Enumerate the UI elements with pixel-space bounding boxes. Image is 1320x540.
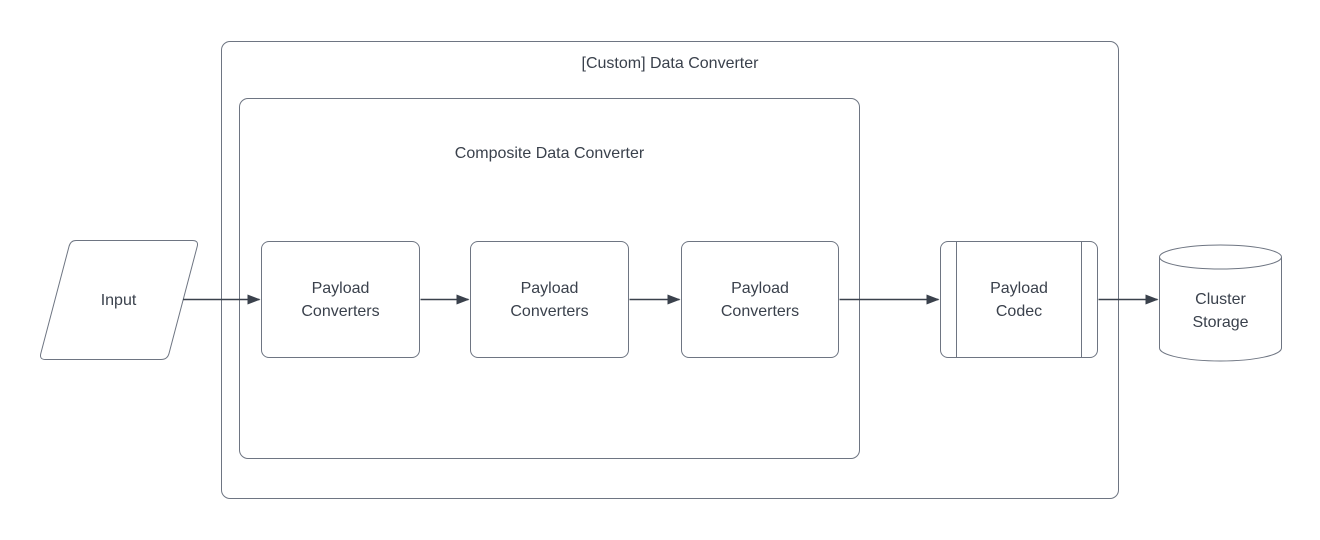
- container-composite-data-converter-title: Composite Data Converter: [454, 145, 645, 162]
- node-payload-converters-1-label: Payload Converters: [301, 279, 380, 320]
- codec-right-bar-line: [1081, 242, 1082, 357]
- node-payload-converters-3[interactable]: Payload Converters: [681, 241, 839, 358]
- node-cluster-storage-label: Cluster Storage: [1192, 291, 1249, 331]
- node-cluster-storage-label-box: Cluster Storage: [1159, 261, 1282, 361]
- node-input-label: Input: [100, 291, 137, 309]
- node-payload-codec[interactable]: Payload Codec: [940, 241, 1098, 358]
- codec-left-bar-line: [956, 242, 957, 357]
- container-custom-data-converter[interactable]: [221, 41, 1119, 499]
- node-payload-converters-2[interactable]: Payload Converters: [470, 241, 629, 358]
- container-composite-data-converter[interactable]: [239, 98, 860, 459]
- node-payload-converters-1[interactable]: Payload Converters: [261, 241, 420, 358]
- container-custom-data-converter-title: [Custom] Data Converter: [581, 55, 759, 72]
- node-payload-codec-label: Payload Codec: [990, 279, 1048, 320]
- node-payload-converters-3-label: Payload Converters: [720, 279, 800, 320]
- node-input-label-box: Input: [39, 240, 198, 360]
- node-payload-converters-2-label: Payload Converters: [510, 279, 589, 320]
